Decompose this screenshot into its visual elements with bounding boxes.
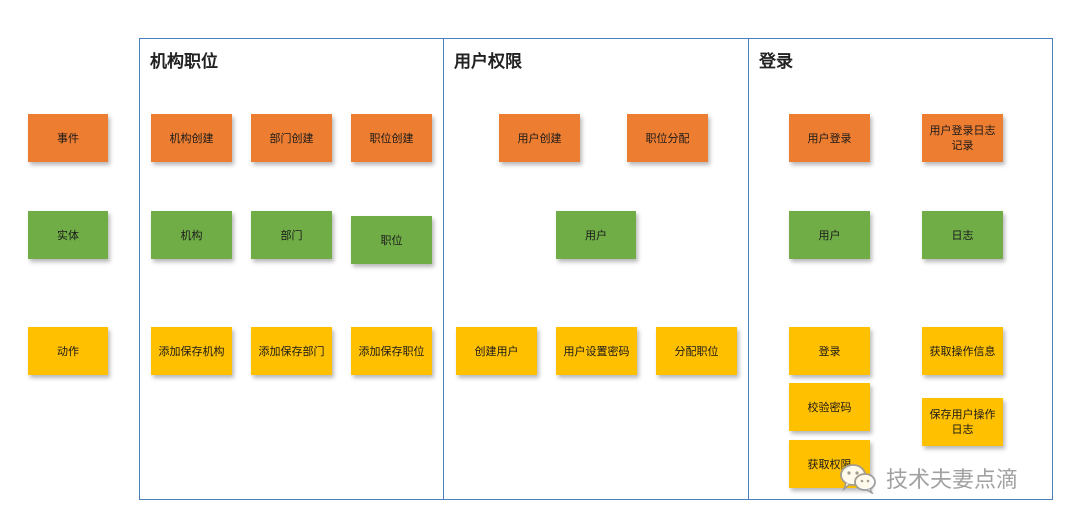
panel-title: 机构职位 <box>150 52 218 72</box>
action-save-position: 添加保存职位 <box>351 327 432 375</box>
event-user-login: 用户登录 <box>789 114 870 162</box>
entity-user: 用户 <box>789 211 870 259</box>
event-position-assign: 职位分配 <box>627 114 708 162</box>
action-save-dept: 添加保存部门 <box>251 327 332 375</box>
action-verify-password: 校验密码 <box>789 383 870 431</box>
panel-user-permission: 用户权限 <box>443 38 749 500</box>
action-login: 登录 <box>789 327 870 375</box>
action-set-password: 用户设置密码 <box>556 327 637 375</box>
action-get-permission: 获取权限 <box>789 440 870 488</box>
event-login-log: 用户登录日志记录 <box>922 114 1003 162</box>
entity-position: 职位 <box>351 216 432 264</box>
entity-org: 机构 <box>151 211 232 259</box>
panel-org-position: 机构 职位 <box>139 38 444 500</box>
event-position-create: 职位创建 <box>351 114 432 162</box>
action-get-operation-info: 获取操作信息 <box>922 327 1003 375</box>
action-save-org: 添加保存机构 <box>151 327 232 375</box>
action-assign-position: 分配职位 <box>656 327 737 375</box>
event-dept-create: 部门创建 <box>251 114 332 162</box>
entity-user: 用户 <box>556 211 636 259</box>
entity-dept: 部门 <box>251 211 332 259</box>
panel-title: 登录 <box>759 52 793 72</box>
event-user-create: 用户创建 <box>499 114 580 162</box>
action-save-operation-log: 保存用户操作日志 <box>922 398 1003 446</box>
action-create-user: 创建用户 <box>456 327 537 375</box>
entity-log: 日志 <box>922 211 1003 259</box>
legend-entity: 实体 <box>28 211 108 259</box>
event-org-create: 机构创建 <box>151 114 232 162</box>
legend-event: 事件 <box>28 114 108 162</box>
legend-action: 动作 <box>28 327 108 375</box>
panel-title: 用户权限 <box>454 52 522 72</box>
